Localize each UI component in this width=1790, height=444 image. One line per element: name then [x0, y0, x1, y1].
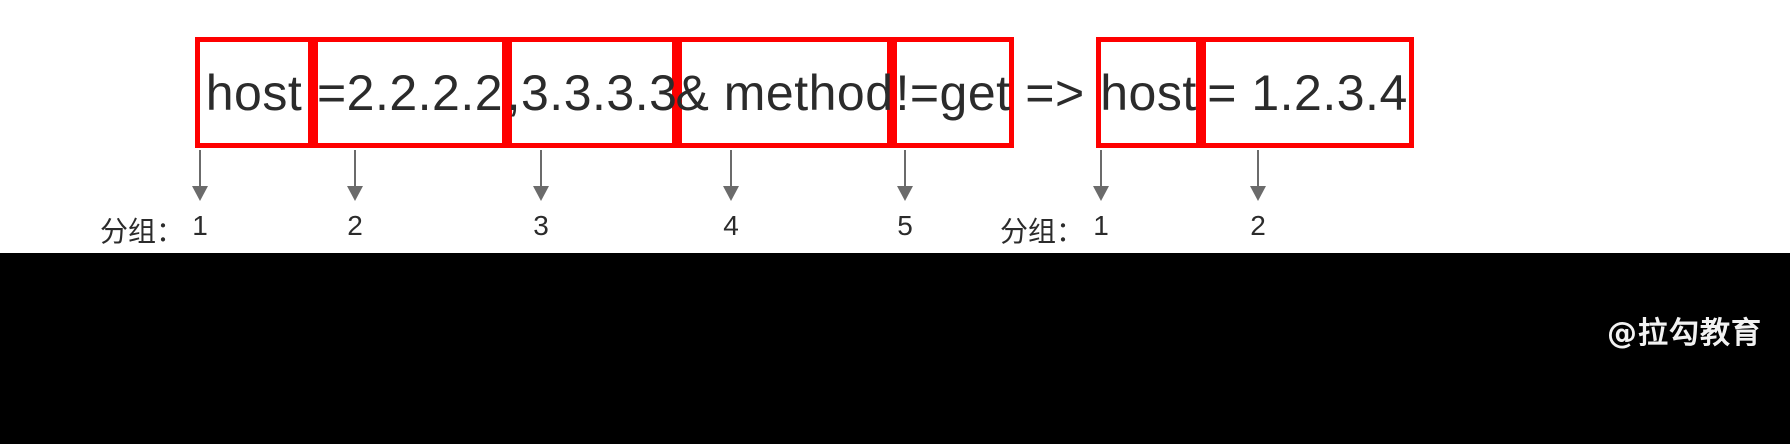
- expression-token-boxed: host: [195, 37, 313, 148]
- arrow-down-icon: [354, 150, 356, 188]
- group-label-right: 分组：: [1000, 215, 1085, 248]
- arrow-down-icon: [904, 150, 906, 188]
- arrow-head-icon: [533, 186, 549, 201]
- expression-token-boxed: = 1.2.3.4: [1201, 37, 1414, 148]
- expression-token-boxed: host: [1096, 37, 1201, 148]
- group-number: 1: [1093, 210, 1109, 241]
- arrow-head-icon: [1250, 186, 1266, 201]
- group-number: 2: [347, 210, 363, 241]
- arrow-down-icon: [730, 150, 732, 188]
- group-label-left: 分组：: [100, 215, 185, 248]
- expression-token-boxed: & method: [676, 37, 893, 148]
- arrow-down-icon: [199, 150, 201, 188]
- arrow-head-icon: [192, 186, 208, 201]
- group-number: 2: [1250, 210, 1266, 241]
- arrow-down-icon: [1257, 150, 1259, 188]
- expression-token-boxed: =2.2.2.2: [313, 37, 507, 148]
- arrow-down-icon: [1100, 150, 1102, 188]
- arrow-head-icon: [723, 186, 739, 201]
- arrow-head-icon: [1093, 186, 1109, 201]
- expression-row: host=2.2.2.2,3.3.3.3& method!=get=>host=…: [195, 37, 1414, 148]
- arrow-head-icon: [897, 186, 913, 201]
- group-number: 3: [533, 210, 549, 241]
- watermark: @拉勾教育: [1607, 316, 1762, 351]
- group-number: 5: [897, 210, 913, 241]
- group-number: 1: [192, 210, 208, 241]
- arrow-head-icon: [347, 186, 363, 201]
- expression-token-boxed: ,3.3.3.3: [507, 37, 677, 148]
- slide-canvas: host=2.2.2.2,3.3.3.3& method!=get=>host=…: [0, 0, 1790, 253]
- arrow-down-icon: [540, 150, 542, 188]
- expression-token-boxed: !=get: [892, 37, 1014, 148]
- expression-token-plain: =>: [1014, 37, 1096, 148]
- group-number: 4: [723, 210, 739, 241]
